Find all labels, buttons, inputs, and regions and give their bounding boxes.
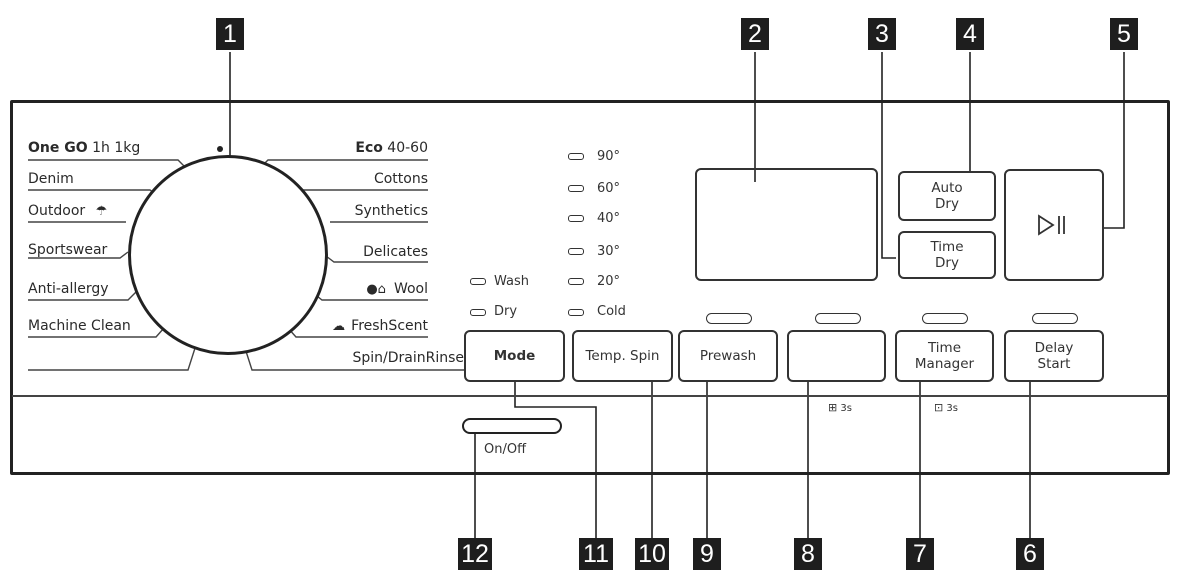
- play-pause-icon: [1038, 214, 1065, 236]
- mode-label-dry: Dry: [494, 304, 518, 319]
- temp-label-60: 60°: [597, 181, 621, 196]
- temp-label-20: 20°: [597, 274, 621, 289]
- option-indicator: [815, 313, 861, 324]
- child-lock-hint: ⊡ 3s: [934, 401, 958, 414]
- temp-led-40: [568, 215, 584, 222]
- programme-dial[interactable]: [128, 155, 328, 355]
- delay-start-label-2: Start: [1037, 356, 1071, 372]
- prewash-indicator: [706, 313, 752, 324]
- temp-label-40: 40°: [597, 211, 621, 226]
- temp-label-cold: Cold: [597, 304, 626, 319]
- callout-5: 5: [1110, 18, 1138, 50]
- freshscent-icon: ☁: [332, 319, 346, 334]
- programme-anti-allergy: Anti-allergy: [28, 281, 109, 297]
- temp-label-30: 30°: [597, 244, 621, 259]
- time-dry-label-1: Time: [930, 239, 964, 255]
- time-dry-label-2: Dry: [935, 255, 959, 271]
- start-pause-button[interactable]: [1004, 169, 1104, 281]
- mode-led-wash: [470, 278, 486, 285]
- child-lock-icon: ⊡: [934, 401, 944, 414]
- panel-divider: [12, 395, 1168, 397]
- programme-wool: ●⌂Wool: [366, 281, 428, 297]
- auto-dry-label-1: Auto: [931, 180, 963, 196]
- temp-led-60: [568, 185, 584, 192]
- option-button[interactable]: [787, 330, 886, 382]
- time-manager-button[interactable]: Time Manager: [895, 330, 994, 382]
- callout-7: 7: [906, 538, 934, 570]
- auto-dry-label-2: Dry: [935, 196, 959, 212]
- time-manager-label-2: Manager: [914, 356, 975, 372]
- outdoor-icon: ☂: [95, 204, 108, 219]
- callout-9: 9: [693, 538, 721, 570]
- time-save-icon: ⊞: [828, 401, 838, 414]
- programme-cottons: Cottons: [373, 171, 428, 187]
- callout-4: 4: [956, 18, 984, 50]
- callout-6: 6: [1016, 538, 1044, 570]
- lcd-display: [695, 168, 878, 281]
- programme-outdoor: Outdoor ☂: [28, 203, 108, 219]
- programme-eco: Eco 40-60: [355, 140, 428, 156]
- temp-led-20: [568, 278, 584, 285]
- on-off-button[interactable]: [462, 418, 562, 434]
- callout-12: 12: [458, 538, 492, 570]
- programme-machine-clean: Machine Clean: [28, 318, 131, 334]
- callout-11: 11: [579, 538, 613, 570]
- delay-start-button[interactable]: Delay Start: [1004, 330, 1104, 382]
- on-off-label: On/Off: [484, 442, 527, 457]
- temp-led-90: [568, 153, 584, 160]
- time-manager-indicator: [922, 313, 968, 324]
- programme-denim: Denim: [28, 171, 74, 187]
- wool-icon: ●⌂: [366, 282, 386, 297]
- temp-led-30: [568, 248, 584, 255]
- programme-spin-drain-rinse: Spin/DrainRinse: [352, 350, 464, 366]
- mode-button[interactable]: Mode: [464, 330, 565, 382]
- temp-led-cold: [568, 309, 584, 316]
- time-manager-label-1: Time: [927, 340, 962, 356]
- callout-2: 2: [741, 18, 769, 50]
- callout-10: 10: [635, 538, 669, 570]
- mode-led-dry: [470, 309, 486, 316]
- prewash-button[interactable]: Prewash: [678, 330, 778, 382]
- callout-3: 3: [868, 18, 896, 50]
- dial-indicator-dot: [217, 146, 223, 152]
- temp-label-90: 90°: [597, 149, 621, 164]
- control-panel: [10, 100, 1170, 475]
- delay-start-indicator: [1032, 313, 1078, 324]
- callout-1: 1: [216, 18, 244, 50]
- callout-8: 8: [794, 538, 822, 570]
- temp-spin-button[interactable]: Temp. Spin: [572, 330, 673, 382]
- delay-start-label-1: Delay: [1034, 340, 1074, 356]
- mode-label-wash: Wash: [494, 274, 530, 289]
- programme-freshscent: ☁FreshScent: [332, 318, 428, 334]
- programme-delicates: Delicates: [363, 244, 428, 260]
- programme-synthetics: Synthetics: [354, 203, 428, 219]
- time-save-hint: ⊞ 3s: [828, 401, 852, 414]
- programme-sportswear: Sportswear: [28, 242, 108, 258]
- programme-one-go: One GO 1h 1kg: [28, 140, 141, 156]
- time-dry-button[interactable]: Time Dry: [898, 231, 996, 279]
- auto-dry-button[interactable]: Auto Dry: [898, 171, 996, 221]
